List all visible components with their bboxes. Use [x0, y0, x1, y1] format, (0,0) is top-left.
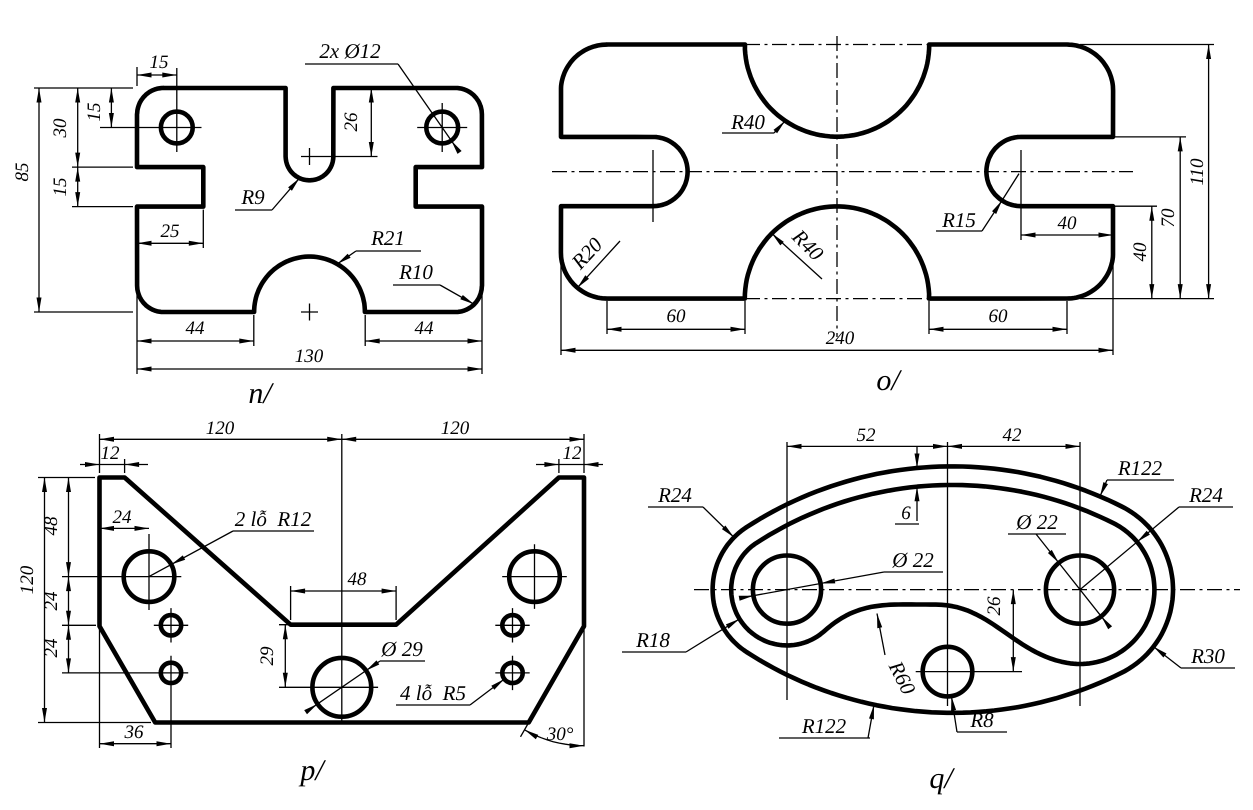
dim-angle-30deg: 30° [546, 724, 574, 745]
label-radius-r122-bottom: R122 [801, 714, 847, 738]
dim-height-85: 85 [12, 163, 33, 182]
drawing-o: R40 R15 40 R20 R40 40 70 110 60 60 240 o… [552, 36, 1214, 397]
dim-notch-depth-25: 25 [161, 221, 180, 242]
caption-n: n/ [248, 377, 274, 410]
hole [158, 109, 196, 146]
dim-flat-48: 48 [348, 569, 368, 590]
label-radius-r40-bottom: R40 [787, 224, 829, 266]
dim-height-120: 120 [17, 565, 38, 594]
label-holes-4-r5: 4 lỗ R5 [400, 681, 466, 705]
dim-hole-drop-29: 29 [257, 646, 278, 666]
label-hole-d22-right: Ø 22 [1015, 510, 1058, 534]
drawing-n: 15 2x Ø12 15 30 15 85 26 R9 25 R21 R10 4… [12, 39, 485, 410]
dim-width-240: 240 [826, 328, 855, 349]
dim-right-span-42: 42 [1003, 425, 1023, 446]
dim-slot-depth-40: 40 [1058, 213, 1078, 234]
dim-right-half-120: 120 [441, 418, 470, 439]
dim-slot-top-70: 70 [1158, 208, 1179, 228]
hole [424, 109, 461, 146]
dim-slot-depth-26: 26 [341, 112, 362, 132]
label-radius-r15: R15 [941, 208, 976, 232]
dim-hole-row-48: 48 [41, 516, 62, 536]
label-radius-r9: R9 [240, 185, 265, 209]
dim-hole-top-15: 15 [84, 103, 105, 122]
dim-notch-height-15: 15 [50, 178, 71, 197]
hole [506, 548, 563, 605]
dim-right-span-44: 44 [415, 318, 435, 339]
caption-q: q/ [929, 762, 955, 795]
dim-row2-24: 24 [41, 591, 62, 611]
label-radius-r8: R8 [969, 708, 994, 732]
hole [499, 612, 525, 638]
hole [310, 655, 374, 719]
dim-slot-bottom-40: 40 [1130, 242, 1151, 262]
label-radius-r40-top: R40 [730, 110, 765, 134]
arrowheads [36, 72, 482, 372]
dim-right-span-60: 60 [989, 306, 1009, 327]
dim-left-span-60: 60 [667, 306, 687, 327]
dim-row3-24: 24 [41, 638, 62, 658]
hole [920, 644, 975, 699]
hole [158, 612, 184, 638]
dimension-lines [560, 43, 1214, 355]
label-radius-r30: R30 [1190, 644, 1225, 668]
label-radius-r122-top: R122 [1117, 456, 1163, 480]
label-holes-2-r12: 2 lỗ R12 [235, 507, 312, 531]
dim-drop-26: 26 [984, 596, 1005, 616]
dim-notch-top-30: 30 [50, 118, 71, 139]
center-lines [552, 36, 1133, 337]
dim-gap-6: 6 [901, 503, 911, 524]
label-hole-d29: Ø 29 [380, 637, 423, 661]
dim-left-chamfer-12: 12 [101, 443, 121, 464]
hole [158, 660, 184, 686]
dimension-lines [34, 63, 483, 374]
dim-foot-36: 36 [124, 722, 145, 743]
dim-top-offset-15: 15 [150, 52, 169, 73]
dimension-lines [38, 434, 603, 748]
label-hole-d22-left: Ø 22 [891, 548, 934, 572]
dim-left-span-44: 44 [186, 318, 206, 339]
part-outline [134, 85, 485, 315]
dim-hole-col-24: 24 [113, 507, 133, 528]
label-radius-r24-right: R24 [1188, 483, 1223, 507]
part-outline [710, 464, 1176, 716]
label-radius-r24-left: R24 [657, 483, 692, 507]
part-outline [728, 482, 1157, 667]
caption-o: o/ [876, 364, 902, 397]
dim-right-chamfer-12: 12 [563, 443, 583, 464]
label-radius-r20: R20 [566, 232, 608, 274]
drawing-p: 120 120 12 12 2 lỗ R12 24 48 24 24 120 4… [17, 418, 603, 787]
label-holes-2x-d12: 2x Ø12 [319, 39, 381, 63]
dim-left-span-52: 52 [857, 425, 877, 446]
hole [1043, 553, 1117, 626]
hole [121, 548, 177, 605]
part-outline [558, 42, 1116, 301]
hole [750, 553, 824, 626]
label-radius-r10: R10 [398, 260, 433, 284]
caption-p: p/ [298, 754, 326, 787]
dim-width-130: 130 [295, 346, 324, 367]
label-radius-r21: R21 [370, 226, 405, 250]
hole [499, 660, 525, 686]
part-outline [97, 475, 587, 725]
dim-left-half-120: 120 [206, 418, 235, 439]
drawing-q: 52 42 R122 R24 R24 6 Ø 22 Ø 22 26 R18 R3… [622, 425, 1240, 795]
label-radius-r18: R18 [635, 628, 670, 652]
dim-height-110: 110 [1187, 158, 1208, 186]
label-radius-r60: R60 [883, 656, 920, 698]
